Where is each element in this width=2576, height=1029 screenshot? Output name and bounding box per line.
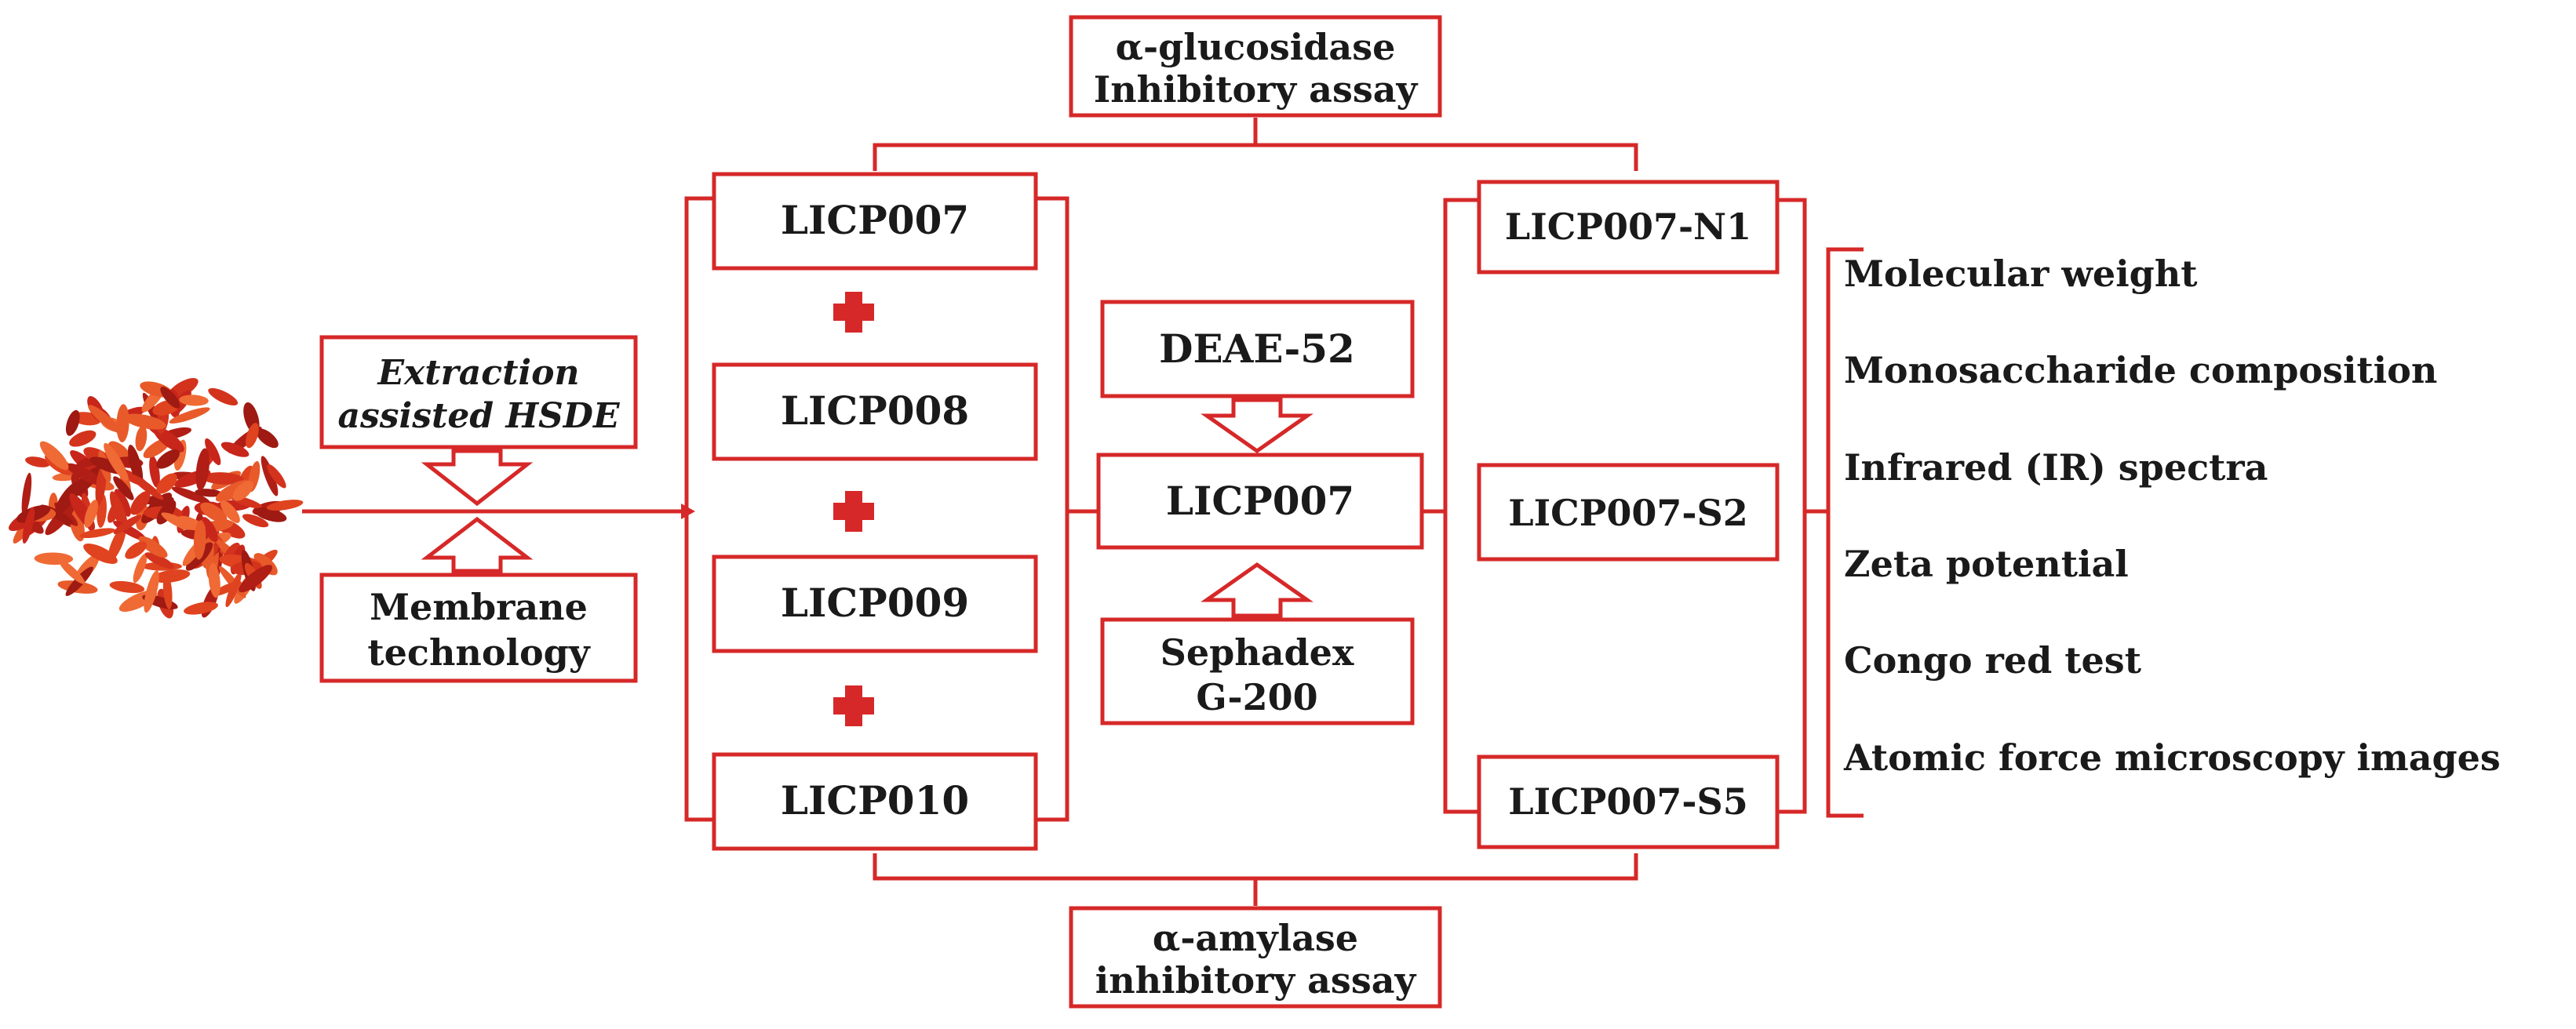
membrane-line2: technology bbox=[367, 631, 590, 674]
fraction-label-2: LICP008 bbox=[781, 387, 969, 434]
subfraction-box-3 bbox=[1477, 754, 1780, 849]
fraction-label-3: LICP009 bbox=[781, 580, 969, 626]
up-arrow-sephadex bbox=[1201, 562, 1314, 618]
characterization-item: Molecular weight bbox=[1844, 253, 2198, 295]
down-arrow-extraction bbox=[421, 449, 534, 507]
subfraction-box-1 bbox=[1477, 180, 1780, 275]
down-arrow-deae bbox=[1201, 398, 1314, 454]
plus-icon bbox=[833, 292, 874, 333]
glucosidase-assay-line2: Inhibitory assay bbox=[1094, 68, 1419, 111]
amylase-assay-line1: α-amylase bbox=[1153, 917, 1358, 959]
sephadex-line2: G-200 bbox=[1196, 676, 1317, 718]
up-arrow-membrane bbox=[421, 516, 534, 573]
extraction-line2: assisted HSDE bbox=[338, 396, 621, 436]
fraction-box-2 bbox=[712, 362, 1038, 461]
sephadex-box bbox=[1100, 617, 1415, 725]
characterization-item: Infrared (IR) spectra bbox=[1844, 446, 2268, 489]
characterization-item: Atomic force microscopy images bbox=[1843, 736, 2501, 779]
fraction-box-4 bbox=[712, 752, 1038, 851]
deae-box bbox=[1100, 300, 1415, 398]
membrane-line1: Membrane bbox=[370, 586, 588, 628]
glucosidase-assay-line1: α-glucosidase bbox=[1116, 26, 1396, 68]
sephadex-line1: Sephadex bbox=[1160, 631, 1354, 674]
extraction-box bbox=[319, 335, 638, 449]
plus-icons bbox=[833, 292, 874, 726]
extraction-line1: Extraction bbox=[377, 353, 580, 393]
characterization-item: Monosaccharide composition bbox=[1844, 349, 2437, 391]
fraction-box-1 bbox=[712, 172, 1038, 271]
fraction-box-3 bbox=[712, 554, 1038, 653]
characterization-item: Congo red test bbox=[1844, 639, 2142, 682]
plus-icon bbox=[833, 491, 874, 532]
fraction-label-4: LICP010 bbox=[781, 777, 969, 824]
subfraction-label-2: LICP007-S2 bbox=[1508, 492, 1747, 534]
hollow-arrows bbox=[421, 398, 1314, 618]
amylase-assay-box bbox=[1069, 906, 1442, 1009]
subfraction-label-3: LICP007-S5 bbox=[1508, 780, 1747, 823]
membrane-box bbox=[319, 573, 638, 683]
characterization-item: Zeta potential bbox=[1844, 543, 2129, 585]
center-fraction-box bbox=[1096, 453, 1424, 550]
fraction-label-1: LICP007 bbox=[781, 197, 969, 243]
center-fraction-label: LICP007 bbox=[1166, 478, 1354, 524]
arrow-head bbox=[681, 504, 695, 519]
amylase-assay-line2: inhibitory assay bbox=[1095, 959, 1417, 1002]
subfraction-label-1: LICP007-N1 bbox=[1505, 205, 1751, 248]
subfraction-box-2 bbox=[1477, 463, 1780, 562]
plus-icon bbox=[833, 685, 874, 726]
goji-berry-pile-icon bbox=[8, 377, 304, 619]
glucosidase-assay-box bbox=[1069, 15, 1442, 118]
deae-label: DEAE-52 bbox=[1159, 325, 1355, 372]
